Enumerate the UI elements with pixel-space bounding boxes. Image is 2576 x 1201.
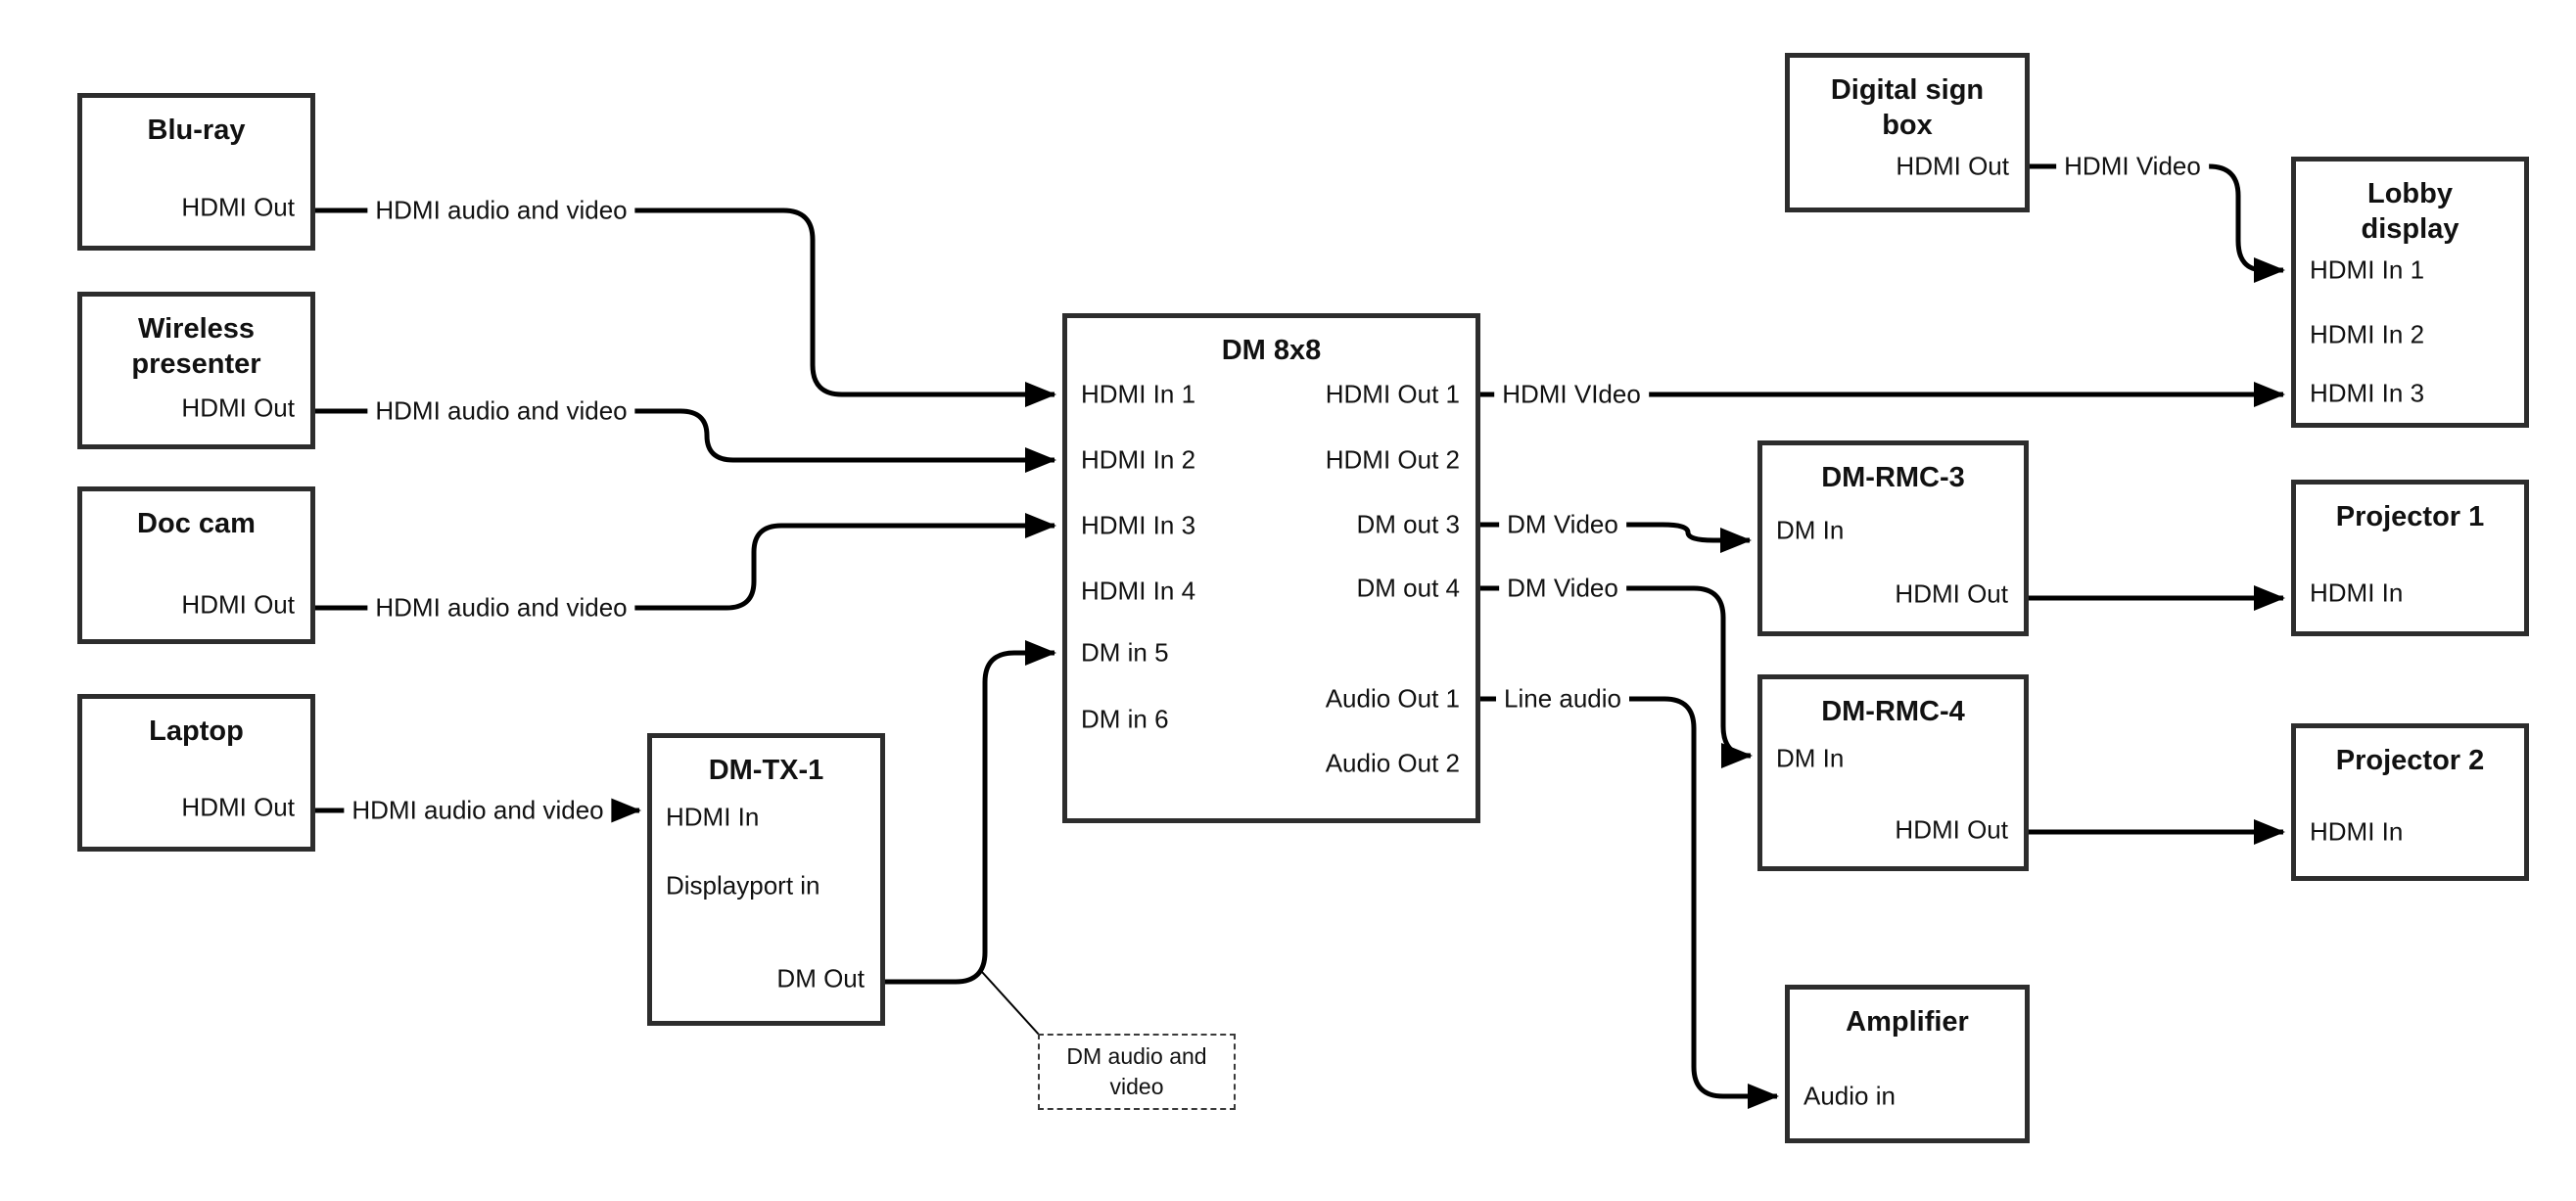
wire-label-digitalsign-to-lobby: HDMI Video	[2056, 151, 2209, 182]
port-projector-1-hdmi-in: HDMI In	[2310, 577, 2404, 608]
port-dm-8x8-hdmi-in-4: HDMI In 4	[1081, 576, 1196, 606]
node-dm-rmc-3: DM-RMC-3 DM In HDMI Out	[1757, 440, 2029, 636]
wire-bluray-to-hdmi-in-1	[315, 208, 1056, 407]
node-title-projector-2: Projector 2	[2335, 745, 2485, 776]
port-dm-8x8-dm-in-5: DM in 5	[1081, 637, 1169, 668]
port-lobby-display-hdmi-in-3: HDMI In 3	[2310, 378, 2425, 408]
wire-wireless-to-hdmi-in-2	[315, 408, 1056, 473]
port-dm-8x8-dm-out-4: DM out 4	[1356, 573, 1461, 603]
wire-out3-to-rmc3	[1480, 522, 1752, 553]
node-title-laptop: Laptop	[149, 716, 244, 747]
port-dm-8x8-dm-in-6: DM in 6	[1081, 704, 1169, 734]
node-title-amplifier: Amplifier	[1846, 1006, 1969, 1038]
port-dm-8x8-audio-out-1: Audio Out 1	[1325, 683, 1460, 714]
wire-doccam-to-hdmi-in-3	[315, 513, 1056, 611]
wire-dmtx-to-dm-in-5	[885, 640, 1056, 985]
node-title-digital-sign-box-line1: Digital sign	[1830, 74, 1985, 106]
node-title-dm-rmc-3: DM-RMC-3	[1821, 462, 1965, 493]
port-dm-rmc-3-dm-in: DM In	[1776, 515, 1845, 545]
port-dm-8x8-dm-out-3: DM out 3	[1356, 509, 1461, 539]
node-title-lobby-display-line2: display	[2361, 213, 2459, 245]
port-dm-rmc-4-hdmi-out: HDMI Out	[1895, 814, 2008, 845]
port-bluray-hdmi-out: HDMI Out	[181, 192, 295, 222]
callout-text-line2: video	[1109, 1074, 1164, 1099]
port-dm-tx-1-dm-out: DM Out	[776, 963, 865, 993]
node-title-lobby-display-line1: Lobby	[2367, 178, 2453, 209]
node-title-dm-rmc-4: DM-RMC-4	[1821, 696, 1965, 727]
port-dm-tx-1-displayport-in: Displayport in	[666, 870, 820, 901]
node-title-dm-8x8: DM 8x8	[1221, 335, 1322, 366]
port-dm-tx-1-hdmi-in: HDMI In	[666, 802, 760, 832]
port-lobby-display-hdmi-in-1: HDMI In 1	[2310, 254, 2425, 285]
node-projector-1: Projector 1 HDMI In	[2291, 480, 2529, 636]
wire-label-doccam-to-hdmi-in-3: HDMI audio and video	[367, 592, 635, 624]
port-dm-8x8-hdmi-in-1: HDMI In 1	[1081, 379, 1196, 409]
port-dm-rmc-4-dm-in: DM In	[1776, 743, 1845, 773]
node-title-bluray: Blu-ray	[147, 115, 246, 146]
port-dm-8x8-hdmi-out-2: HDMI Out 2	[1325, 444, 1460, 475]
port-dm-8x8-hdmi-in-2: HDMI In 2	[1081, 444, 1196, 475]
wire-digitalsign-to-lobby	[2030, 163, 2285, 283]
port-dm-8x8-hdmi-out-1: HDMI Out 1	[1325, 379, 1460, 409]
wire-label-out3-to-rmc3: DM Video	[1499, 509, 1626, 540]
port-digital-sign-box-hdmi-out: HDMI Out	[1896, 151, 2009, 181]
port-dm-8x8-audio-out-2: Audio Out 2	[1325, 748, 1460, 778]
callout-text-line1: DM audio and	[1066, 1043, 1207, 1069]
wire-label-bluray-to-hdmi-in-1: HDMI audio and video	[367, 195, 635, 226]
wire-label-laptop-to-dmtx: HDMI audio and video	[344, 795, 612, 826]
wire-out4-to-rmc4	[1480, 585, 1753, 768]
node-projector-2: Projector 2 HDMI In	[2291, 723, 2529, 881]
port-dm-rmc-3-hdmi-out: HDMI Out	[1895, 578, 2008, 609]
wire-label-audio1-to-amp: Line audio	[1496, 683, 1629, 715]
port-projector-2-hdmi-in: HDMI In	[2310, 816, 2404, 847]
port-amplifier-audio-in: Audio in	[1803, 1081, 1896, 1111]
callout-dm-audio-video: DM audio and video	[1038, 1034, 1236, 1110]
wire-label-out4-to-rmc4: DM Video	[1499, 573, 1626, 604]
node-dm-rmc-4: DM-RMC-4 DM In HDMI Out	[1757, 674, 2029, 871]
wire-audio1-to-amp	[1480, 696, 1779, 1109]
port-wireless-presenter-hdmi-out: HDMI Out	[181, 393, 295, 423]
node-title-dm-tx-1: DM-TX-1	[708, 755, 824, 786]
port-lobby-display-hdmi-in-2: HDMI In 2	[2310, 319, 2425, 349]
callout-leader-line	[981, 971, 1041, 1037]
port-doc-cam-hdmi-out: HDMI Out	[181, 589, 295, 620]
node-title-projector-1: Projector 1	[2335, 501, 2485, 532]
node-title-wireless-presenter-line2: presenter	[131, 348, 261, 380]
node-title-wireless-presenter-line1: Wireless	[137, 313, 256, 345]
node-title-digital-sign-box-line2: box	[1882, 110, 1933, 141]
wire-label-wireless-to-hdmi-in-2: HDMI audio and video	[367, 395, 635, 427]
port-dm-8x8-hdmi-in-3: HDMI In 3	[1081, 510, 1196, 540]
node-title-doc-cam: Doc cam	[137, 508, 256, 539]
port-laptop-hdmi-out: HDMI Out	[181, 792, 295, 822]
wire-label-out1-to-lobby: HDMI VIdeo	[1494, 379, 1649, 410]
